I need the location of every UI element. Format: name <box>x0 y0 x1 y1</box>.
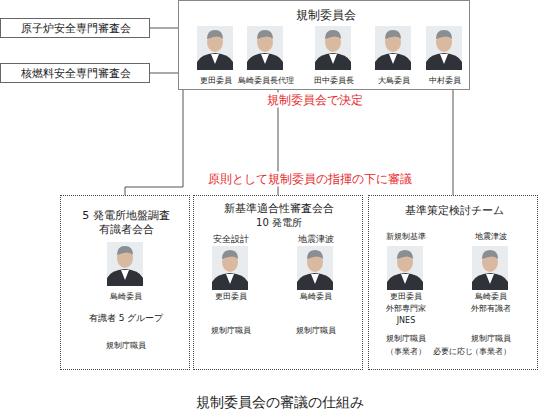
node-text: 田中委員長 <box>314 76 354 86</box>
node-text: 規制庁職員 <box>106 341 146 351</box>
connector-line <box>150 73 178 74</box>
portrait <box>375 26 411 70</box>
node-text: 必要に応じ <box>433 347 473 357</box>
node-text: （事業者） <box>386 347 426 357</box>
red-note: 規制委員会で決定 <box>265 93 365 108</box>
node-text: JNES <box>397 316 415 326</box>
portrait <box>247 26 283 70</box>
council-box: 原子炉安全専門審査会 <box>0 18 150 38</box>
node-text: 規制庁職員 <box>386 334 426 344</box>
node-text: 10 発電所 <box>256 217 302 230</box>
node-text: 島崎委員 <box>300 292 332 302</box>
node-text: 有識者 5 グループ <box>89 313 163 324</box>
node-text: 規制庁職員 <box>296 326 336 336</box>
node-heading: 5 発電所地盤調査 有識者会合 <box>77 209 175 237</box>
portrait <box>387 246 423 290</box>
node-text: 更田委員 <box>390 292 422 302</box>
meeting-box: 5 発電所地盤調査 有識者会合島崎委員有識者 5 グループ規制庁職員 <box>60 195 190 370</box>
red-note: 原則として規制委員の指揮の下に審議 <box>206 172 414 187</box>
node-heading: 規制委員会 <box>296 8 356 23</box>
connector-line <box>150 28 178 29</box>
node-heading: 新基準適合性審査会合 <box>224 202 334 216</box>
node-heading: 基準策定検討チーム <box>405 204 504 218</box>
node-text: 規制庁職員 <box>211 326 251 336</box>
node-heading: 原子炉安全専門審査会 <box>21 22 131 36</box>
node-text: 外部有識者 <box>471 304 511 314</box>
node-text: 安全設計 <box>213 234 249 245</box>
node-text: 外部専門家 <box>386 304 426 314</box>
node-text: 更田委員 <box>200 76 232 86</box>
node-text: 更田委員 <box>215 292 247 302</box>
connector-line <box>453 90 454 195</box>
portrait <box>426 26 462 70</box>
meeting-box: 基準策定検討チーム新規制基準更田委員外部専門家JNES規制庁職員（事業者）必要に… <box>368 195 538 370</box>
node-text: 大島委員 <box>378 76 410 86</box>
node-text: 新規制基準 <box>386 232 426 242</box>
portrait <box>107 242 143 286</box>
portrait <box>297 246 333 290</box>
portrait <box>197 26 233 70</box>
node-text: 地震津波 <box>475 232 507 242</box>
council-box: 核燃料安全専門審査会 <box>0 63 150 83</box>
portrait <box>315 26 351 70</box>
portrait <box>212 246 248 290</box>
figure-caption: 規制委員会の審議の仕組み <box>196 394 364 412</box>
node-text: 島崎委員 <box>475 292 507 302</box>
committee-box: 規制委員会更田委員島崎委員長代理 田中委員長 大島委員 中村委員 <box>178 0 470 90</box>
node-text: （事業者） <box>471 347 511 357</box>
node-text: 島崎委員 <box>110 292 142 302</box>
meeting-box: 新基準適合性審査会合10 発電所安全設計更田委員規制庁職員 地震津波島崎委員規制庁… <box>193 195 363 370</box>
node-text: 島崎委員長代理 <box>238 76 294 86</box>
node-text: 規制庁職員 <box>471 334 511 344</box>
node-text: 地震津波 <box>298 234 334 245</box>
portrait <box>472 246 508 290</box>
connector-line <box>125 90 183 195</box>
node-text: 中村委員 <box>429 76 461 86</box>
node-heading: 核燃料安全専門審査会 <box>21 67 131 81</box>
